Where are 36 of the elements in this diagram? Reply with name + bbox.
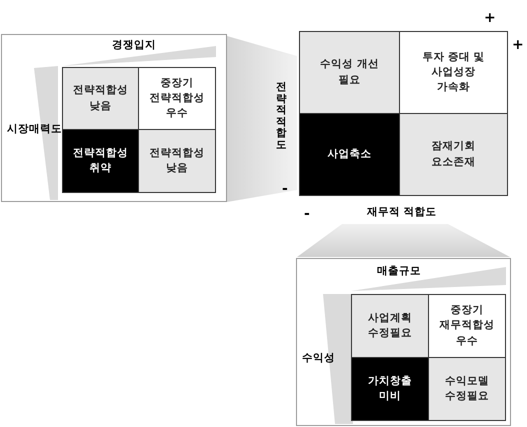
matrix-panel xyxy=(296,258,511,426)
matrix-cell xyxy=(138,129,216,193)
matrix-cell xyxy=(399,113,508,196)
axis-label: 전략적 적합도 xyxy=(276,82,286,152)
cell-text: 사업축소 xyxy=(328,146,372,162)
axis-label: 매출규모 xyxy=(377,264,421,278)
axis-label: 재무적 적합도 xyxy=(367,205,437,219)
axis-sign: + xyxy=(512,37,524,53)
matrix-cell xyxy=(399,31,508,114)
cell-text: 중장기 전략적합성 우수 xyxy=(148,76,206,122)
cell-text: 가치창출 미비 xyxy=(367,374,413,404)
matrix-cell xyxy=(428,294,506,358)
matrix-cell xyxy=(62,67,139,130)
cell-text: 전략적합성 낮음 xyxy=(72,83,129,114)
matrix-cell xyxy=(428,357,506,421)
cell-text: 수익모델 수정필요 xyxy=(444,374,490,404)
cell-text: 투자 증대 및 사업성장 가속화 xyxy=(421,50,486,96)
matrix-cell xyxy=(138,67,216,130)
cell-text: 전략적합성 취약 xyxy=(72,146,129,176)
matrix-cell xyxy=(62,129,139,193)
matrix-panel xyxy=(1,34,227,202)
axis-sign: + xyxy=(484,10,496,26)
axis-label: 시장매력도 xyxy=(7,122,62,136)
cell-text: 중장기 재무적합성 우수 xyxy=(438,303,496,349)
cell-text: 수익성 개선 필요 xyxy=(320,57,380,88)
axis-sign: - xyxy=(282,181,288,197)
matrix-cell xyxy=(351,294,429,358)
axis-label: 수익성 xyxy=(302,351,335,365)
cell-text: 사업계획 수정필요 xyxy=(367,310,413,341)
cell-text: 전략적합성 낮음 xyxy=(148,146,206,176)
cell-text: 잠재기회 요소존재 xyxy=(430,139,476,170)
matrix-cell xyxy=(299,113,400,196)
matrix-cell xyxy=(351,357,429,421)
axis-label: 경쟁입지 xyxy=(112,38,156,52)
axis-sign: - xyxy=(304,206,310,222)
matrix-cell xyxy=(299,31,400,114)
